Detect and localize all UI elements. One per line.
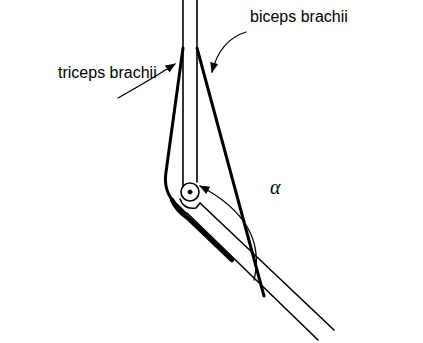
joint-pivot [188,190,192,194]
muscle-label: triceps brachii [58,64,157,82]
elbow-joint [181,183,199,201]
angle-label: α [270,176,281,198]
triceps-muscle [165,48,186,214]
forearm-bone [187,213,318,340]
biceps-muscle [197,48,264,296]
triceps-tendon [172,200,232,260]
muscle-label: biceps brachii [250,8,348,26]
elbow-socket [180,199,200,208]
angle-arc [200,186,256,280]
forearm-bone [200,203,334,330]
pointer-arrow [212,32,246,72]
humerus-bone [182,0,184,186]
humerus-bone [196,0,198,182]
